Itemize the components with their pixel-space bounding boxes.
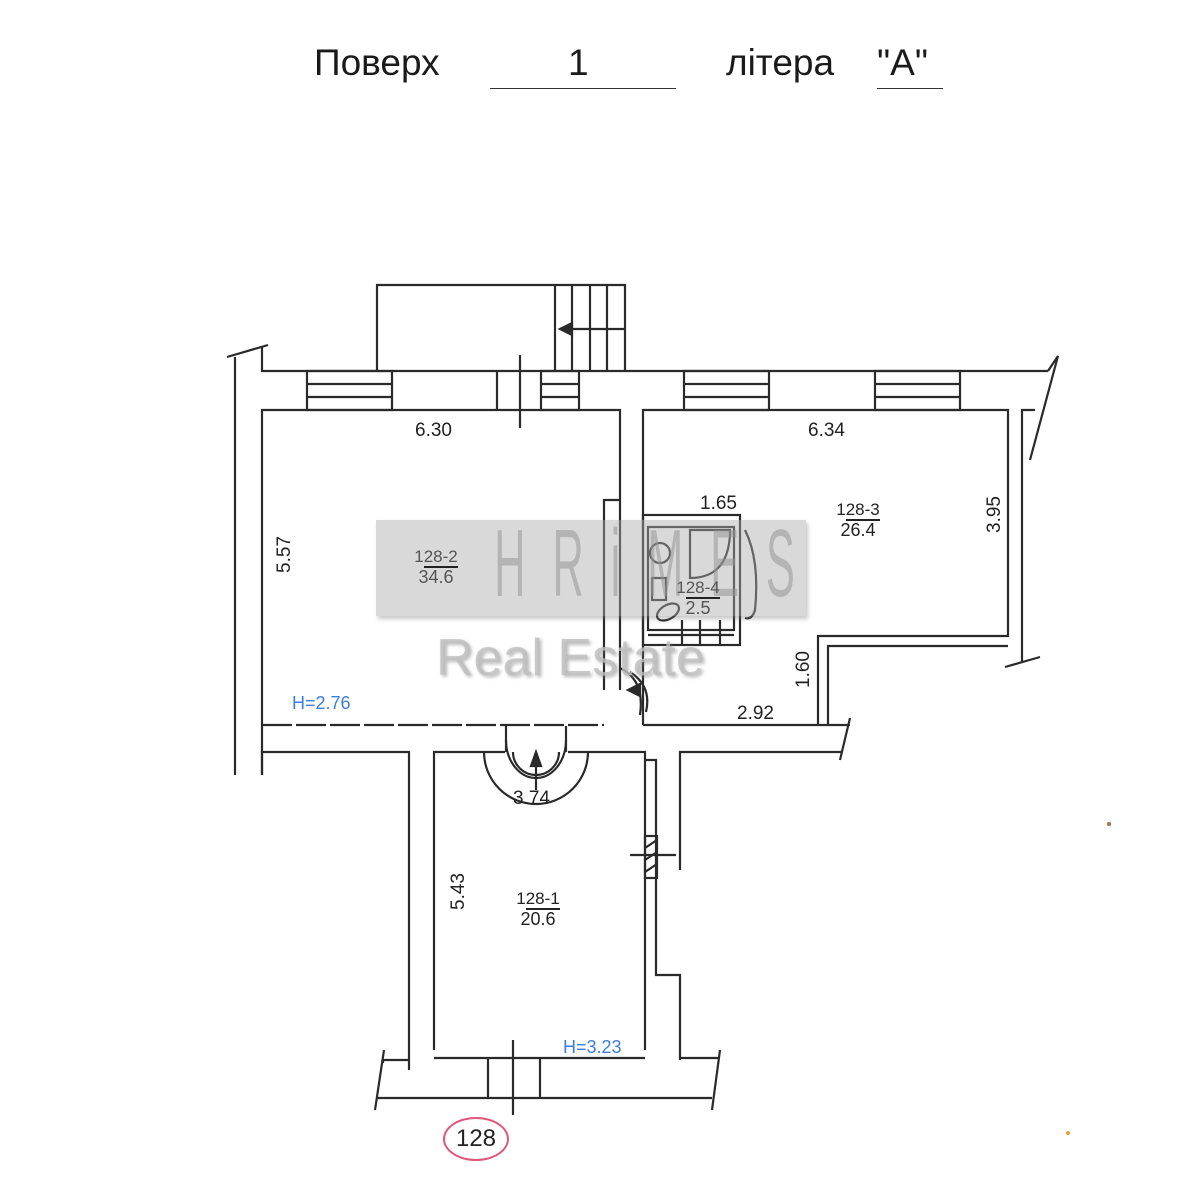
scan-speck <box>1066 1131 1070 1135</box>
window-icon <box>873 369 962 412</box>
ceiling-height-128-1: H=3.23 <box>563 1037 622 1057</box>
room-label-128-4: 128-4 2.5 <box>666 578 730 618</box>
watermark-letter: R <box>552 510 611 617</box>
watermark-letter: i <box>610 510 648 617</box>
watermark-box <box>376 520 806 616</box>
hatched-column-icon <box>630 834 676 880</box>
room-area: 34.6 <box>418 566 454 587</box>
watermark-letter: E <box>710 510 767 617</box>
room-area: 26.4 <box>840 519 876 540</box>
dim-128-3-length: 3.95 <box>983 496 1005 533</box>
watermark-letter: S <box>766 510 822 617</box>
dim-128-1-width: 3.74 <box>513 788 550 809</box>
room-label-128-2: 128-2 34.6 <box>404 547 468 587</box>
apartment-number-badge: 128 <box>443 1117 509 1161</box>
letter-value: "А" <box>877 42 928 83</box>
dim-128-3-width: 6.34 <box>808 420 845 441</box>
watermark-letter: H <box>494 510 553 617</box>
room-area: 20.6 <box>520 908 556 929</box>
window-icon <box>305 369 394 412</box>
staircase-icon <box>375 283 627 370</box>
dim-128-3-corridor-width: 2.92 <box>737 703 774 724</box>
dim-128-4-width: 1.65 <box>700 493 737 514</box>
room-label-128-3: 128-3 26.4 <box>826 500 890 540</box>
window-icon <box>682 369 771 412</box>
scan-speck <box>1107 822 1111 826</box>
watermark-subtitle: Real Estate <box>436 629 705 687</box>
room-label-128-1: 128-1 20.6 <box>506 889 570 929</box>
letter-underline <box>877 88 943 89</box>
floor-label: Поверх <box>314 42 440 83</box>
dim-128-3-corridor-length: 1.60 <box>792 651 814 688</box>
floor-value: 1 <box>568 42 589 83</box>
watermark-letters: H R i M E S <box>494 510 795 617</box>
floor-header: Поверх 1 літера "А" <box>0 38 1185 98</box>
window-icon <box>539 369 581 412</box>
dim-128-2-length: 5.57 <box>273 536 295 573</box>
letter-label: літера <box>726 42 835 83</box>
dim-128-2-width: 6.30 <box>415 420 452 441</box>
ceiling-height-128-2: H=2.76 <box>292 693 351 713</box>
room-area: 2.5 <box>685 597 711 618</box>
dim-128-1-length: 5.43 <box>447 873 469 910</box>
floor-underline <box>490 88 676 89</box>
watermark-letter: M <box>647 510 711 617</box>
